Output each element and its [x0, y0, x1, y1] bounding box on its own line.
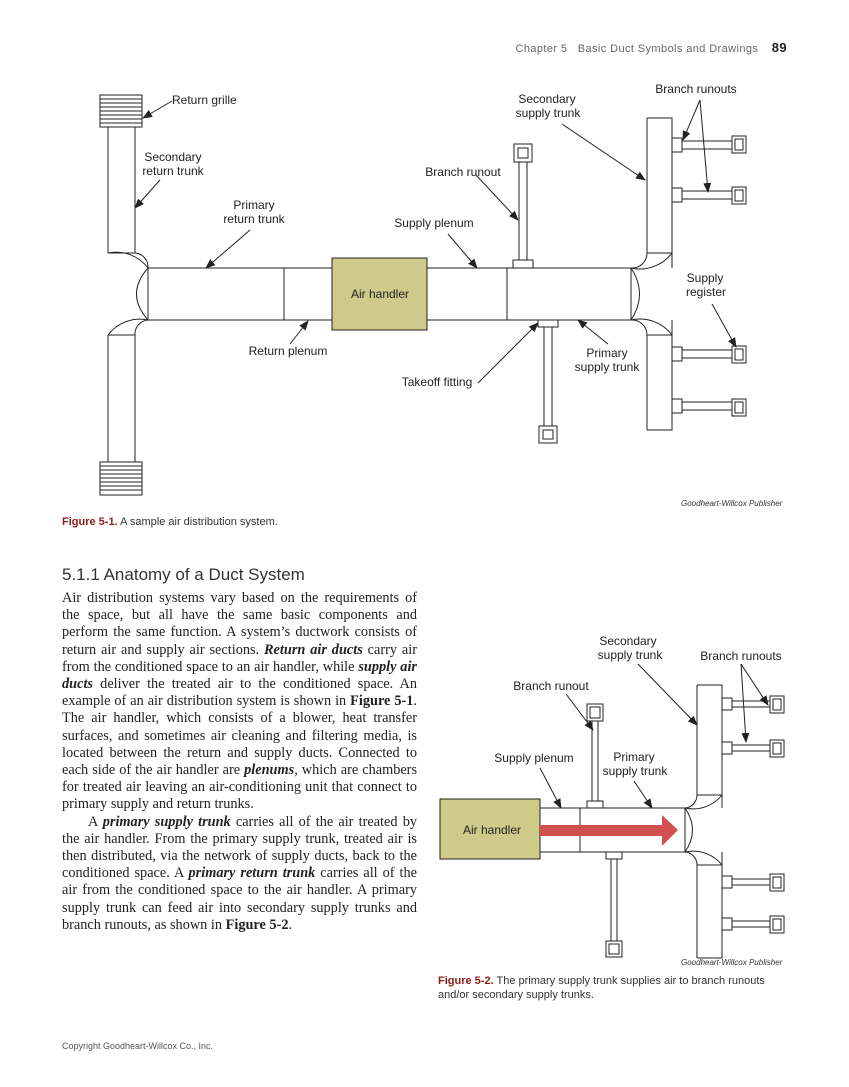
label-branch-runouts: Branch runouts [655, 82, 736, 96]
text-run: . The air handler, which consists of a b… [62, 693, 417, 779]
branch-runout-up [512, 143, 534, 269]
figure-reference: Figure 5-2 [225, 916, 289, 933]
label-air-handler-1: Air handler [351, 287, 409, 301]
svg-text:return trunk: return trunk [223, 212, 285, 226]
primary-return-trunk [147, 267, 285, 321]
fig2-label-secondary-supply-trunk: Secondary [599, 634, 656, 648]
secondary-return-trunk-top [107, 127, 149, 269]
label-secondary-return-trunk: Secondary [144, 150, 201, 164]
page-number: 89 [771, 40, 787, 55]
label-supply-register: Supply [687, 271, 724, 285]
svg-text:supply trunk: supply trunk [516, 106, 582, 120]
figure-1-credit: Goodheart-Willcox Publisher [681, 499, 783, 508]
label-secondary-supply-trunk: Secondary [518, 92, 575, 106]
label-return-plenum: Return plenum [249, 344, 328, 358]
text-run: Air distribution systems vary based on t… [62, 590, 417, 658]
air-handler-1 [331, 257, 428, 331]
fig2-branch-r3 [721, 873, 785, 892]
branch-runout-r1 [671, 135, 747, 154]
svg-text:register: register [686, 285, 726, 299]
figure-2-credit: Goodheart-Willcox Publisher [681, 958, 783, 967]
text-run: A [88, 813, 103, 830]
label-supply-plenum: Supply plenum [394, 216, 473, 230]
label-branch-runout: Branch runout [425, 165, 501, 179]
text-run: deliver the treated air to the condition… [62, 676, 417, 710]
label-primary-supply-trunk: Primary [586, 346, 627, 360]
figure-1-caption-label: Figure 5-1. [62, 516, 118, 528]
figure-2-caption-text: The primary supply trunk supplies air to… [438, 975, 765, 1001]
return-grille-top [99, 94, 143, 128]
paragraph-1: Air distribution systems vary based on t… [62, 590, 417, 814]
figure-5-1-diagram: Return grille Secondary return trunk Pri… [99, 82, 747, 496]
paragraph-2: A primary supply trunk carries all of th… [62, 814, 417, 934]
fig2-label-branch-runouts: Branch runouts [700, 649, 781, 663]
primary-supply-trunk [506, 267, 632, 321]
takeoff-fitting [537, 319, 559, 444]
return-plenum [283, 267, 333, 321]
label-primary-return-trunk: Primary [233, 198, 274, 212]
key-term: plenums [244, 762, 295, 779]
fig2-label-branch-runout: Branch runout [513, 679, 589, 693]
key-term: primary return trunk [188, 865, 316, 882]
svg-text:return trunk: return trunk [142, 164, 204, 178]
key-term: supply air ducts [62, 658, 417, 693]
svg-text:supply trunk: supply trunk [575, 360, 641, 374]
text-run: . [288, 916, 293, 933]
airflow-arrow [540, 815, 678, 846]
running-header: Chapter 5 Basic Duct Symbols and Drawing… [515, 40, 787, 55]
fig2-branch-r1 [721, 695, 785, 714]
key-term: Return air ducts [264, 641, 363, 658]
svg-text:supply trunk: supply trunk [603, 764, 669, 778]
fig2-label-primary-supply-trunk: Primary [613, 750, 654, 764]
text-run: carries all of the air from the conditio… [62, 865, 417, 933]
figure-2-caption: Figure 5-2. The primary supply trunk sup… [438, 974, 788, 1002]
return-grille-bottom [99, 461, 143, 496]
branch-runout-r4 [671, 398, 747, 417]
fig2-branch-r2 [721, 739, 785, 758]
air-handler-2 [439, 798, 541, 860]
figure-2-caption-label: Figure 5-2. [438, 975, 494, 987]
supply-plenum [426, 267, 508, 321]
figure-1-caption: Figure 5-1. A sample air distribution sy… [62, 515, 278, 529]
fig2-branch-up [586, 703, 604, 809]
figure-1-caption-text: A sample air distribution system. [117, 516, 278, 528]
fig2-branch-r4 [721, 915, 785, 934]
branch-runout-r2 [671, 186, 747, 205]
svg-text:supply trunk: supply trunk [598, 648, 664, 662]
figure-reference: Figure 5-1 [350, 693, 414, 710]
text-run: carries all of the air treated by the ai… [62, 813, 417, 882]
section-heading: 5.1.1 Anatomy of a Duct System [62, 565, 305, 584]
body-text: Air distribution systems vary based on t… [62, 590, 417, 934]
branch-runout-r3 [671, 345, 747, 364]
fig2-branch-down [605, 851, 623, 958]
label-takeoff-fitting: Takeoff fitting [402, 375, 473, 389]
secondary-return-trunk-bottom [107, 318, 149, 462]
fig2-label-supply-plenum: Supply plenum [494, 751, 573, 765]
supply-plenum-2 [539, 807, 581, 853]
key-term: primary supply trunk [102, 813, 231, 830]
label-return-grille: Return grille [172, 93, 237, 107]
text-run: carry air from the conditioned space to … [62, 641, 417, 675]
primary-supply-trunk-2 [579, 807, 686, 853]
text-run: , which are chambers for treated air lea… [62, 762, 418, 813]
chapter-title: Chapter 5 Basic Duct Symbols and Drawing… [515, 43, 759, 55]
copyright-footer: Copyright Goodheart-Willcox Co., Inc. [62, 1041, 214, 1051]
fig2-label-air-handler: Air handler [463, 823, 521, 837]
